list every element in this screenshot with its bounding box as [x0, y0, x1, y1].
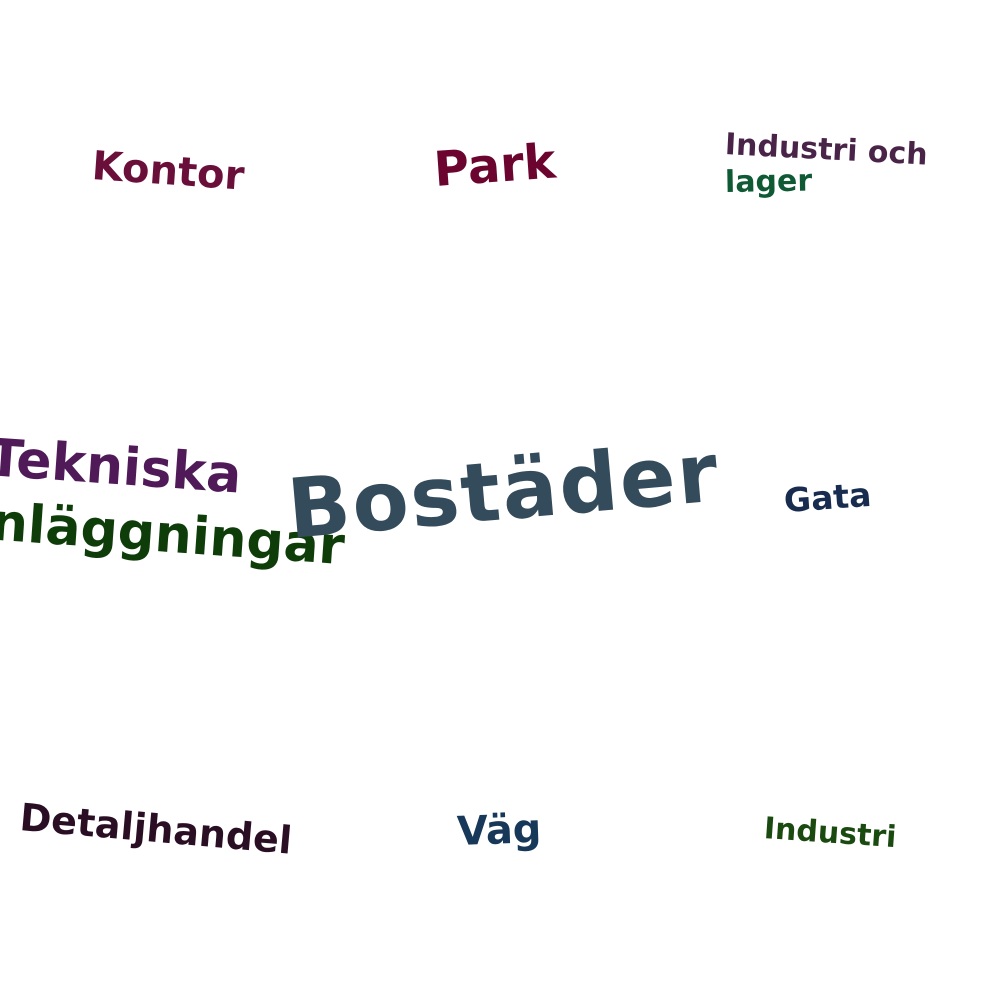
word-lager: lager: [724, 163, 813, 200]
word-kontor: Kontor: [90, 143, 246, 200]
word-detaljhandel: Detaljhandel: [18, 795, 294, 863]
word-vag: Väg: [456, 806, 543, 855]
word-park: Park: [432, 133, 558, 198]
word-industri: Industri: [762, 811, 898, 856]
word-gata: Gata: [782, 474, 873, 520]
word-bostader: Bostäder: [283, 425, 724, 558]
word-tekniska: Tekniska: [0, 428, 244, 506]
